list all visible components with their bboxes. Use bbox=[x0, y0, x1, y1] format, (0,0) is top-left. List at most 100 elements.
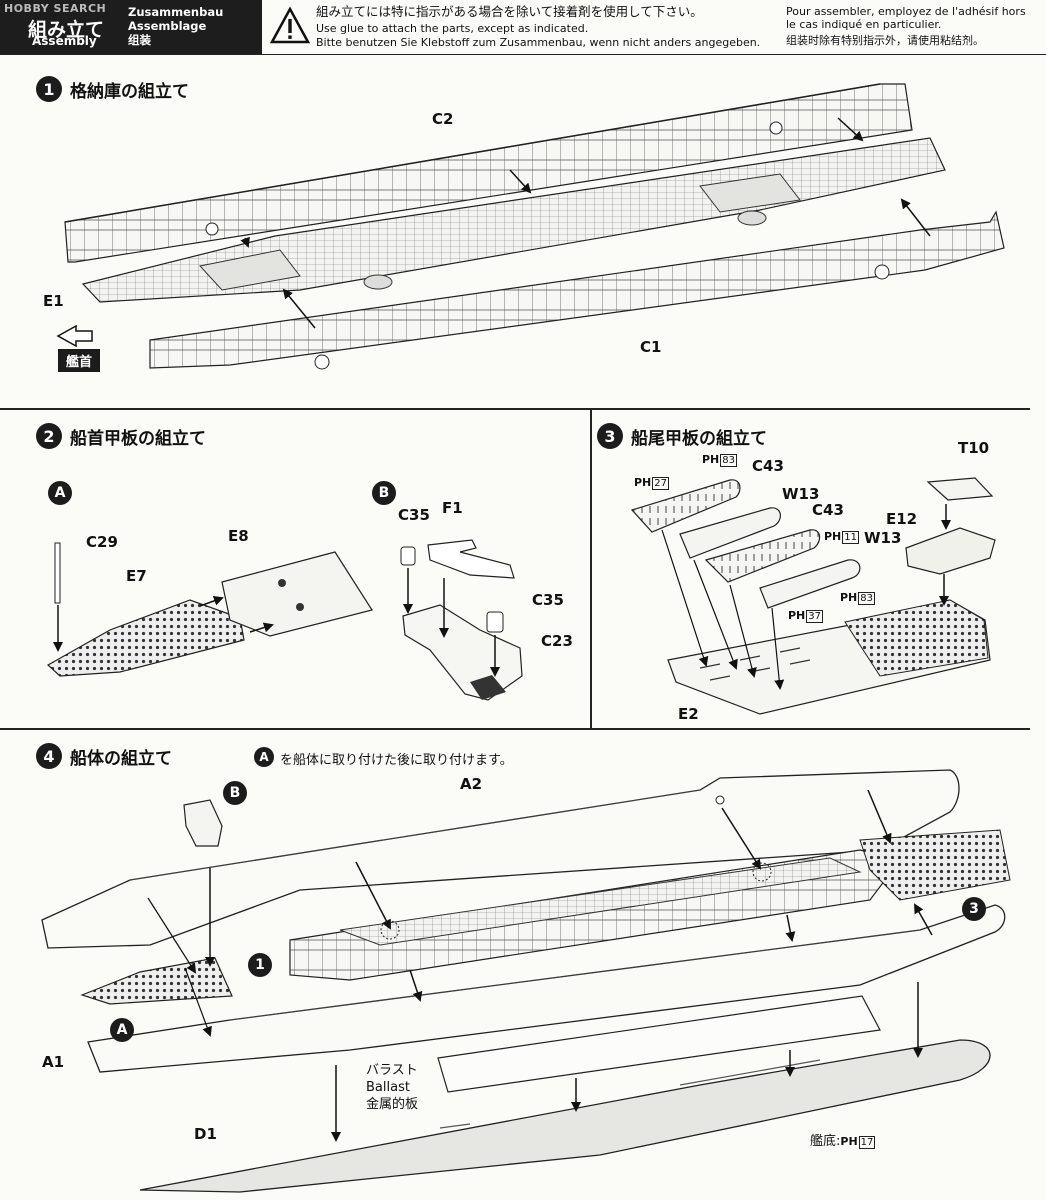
ballast-plate-drawing bbox=[437, 995, 881, 1093]
part-c35-a-drawing bbox=[400, 546, 416, 566]
part-e12-drawing bbox=[905, 527, 996, 575]
sub-a-ref-marker: A bbox=[110, 1018, 134, 1042]
title-de: Zusammenbau bbox=[128, 5, 224, 19]
bow-direction-arrow-icon bbox=[56, 324, 93, 348]
label-c35-a: C35 bbox=[398, 506, 430, 524]
divider-step3 bbox=[0, 728, 1030, 730]
ph-prefix: PH bbox=[840, 1135, 858, 1148]
ph-number: 17 bbox=[858, 1136, 876, 1149]
ph-prefix: PH bbox=[788, 609, 806, 622]
label-a2: A2 bbox=[460, 775, 483, 793]
label-w13-a: W13 bbox=[782, 485, 820, 503]
hull-bottom-text: 艦底: bbox=[810, 1134, 841, 1149]
ph-number: 27 bbox=[652, 477, 670, 490]
label-c23: C23 bbox=[541, 632, 573, 650]
part-c23-drawing bbox=[402, 604, 523, 701]
ballast-label-en: Ballast bbox=[366, 1080, 410, 1095]
header-bar: HOBBY SEARCH 組み立て Assembly Zusammenbau A… bbox=[0, 0, 1046, 55]
step1-heading: 1 格納庫の組立て bbox=[36, 76, 189, 102]
step2-number: 2 bbox=[36, 423, 62, 449]
step1-hangar-assembly-drawing bbox=[289, 829, 1011, 981]
step3-heading: 3 船尾甲板の組立て bbox=[597, 423, 767, 449]
label-e2: E2 bbox=[678, 705, 699, 723]
sub-b-ref-marker: B bbox=[223, 781, 247, 805]
note-en: Use glue to attach the parts, except as … bbox=[316, 22, 589, 35]
step1-title: 格納庫の組立て bbox=[70, 81, 189, 102]
step4-number: 4 bbox=[36, 743, 62, 769]
part-c2-drawing bbox=[64, 83, 913, 263]
part-t10-drawing bbox=[926, 477, 994, 501]
ph-number: 83 bbox=[720, 454, 738, 467]
header-title-block: HOBBY SEARCH 組み立て Assembly Zusammenbau A… bbox=[0, 0, 262, 54]
note-de: Bitte benutzen Sie Klebstoff zum Zusamme… bbox=[316, 36, 761, 49]
ph-prefix: PH bbox=[840, 591, 858, 604]
label-w13-b: W13 bbox=[864, 529, 902, 547]
part-c35-b-drawing bbox=[486, 611, 504, 633]
ph-number: 37 bbox=[806, 610, 824, 623]
part-a2-drawing bbox=[41, 769, 960, 949]
ph-prefix: PH bbox=[824, 530, 842, 543]
title-en: Assembly bbox=[32, 34, 97, 48]
part-c43-a-drawing bbox=[630, 479, 741, 533]
title-cn: 组装 bbox=[128, 33, 151, 47]
hobby-search-logo: HOBBY SEARCH bbox=[4, 2, 107, 15]
part-w13-b-drawing bbox=[759, 559, 861, 609]
ballast-label-cn: 金属的板 bbox=[366, 1097, 419, 1112]
ballast-label: バラスト Ballast 金属的板 bbox=[366, 1062, 418, 1113]
part-e1-drawing bbox=[81, 137, 946, 303]
part-d1-drawing bbox=[139, 1039, 991, 1193]
label-t10: T10 bbox=[958, 439, 990, 457]
label-a1: A1 bbox=[42, 1053, 65, 1071]
step1-number: 1 bbox=[36, 76, 62, 102]
ph-number: 83 bbox=[858, 592, 876, 605]
ph-prefix: PH bbox=[702, 453, 720, 466]
part-e2-drawing bbox=[667, 599, 991, 715]
ph-number: 11 bbox=[842, 531, 860, 544]
label-e1: E1 bbox=[43, 292, 64, 310]
part-b-subassembly-drawing bbox=[183, 799, 223, 847]
label-c2: C2 bbox=[432, 110, 454, 128]
divider-step1 bbox=[0, 408, 1030, 410]
note-cn: 组装时除有特别指示外，请使用粘结剂。 bbox=[786, 34, 984, 47]
label-d1: D1 bbox=[194, 1125, 217, 1143]
step3-number: 3 bbox=[597, 423, 623, 449]
part-c29-drawing bbox=[54, 542, 61, 604]
label-e8: E8 bbox=[228, 527, 249, 545]
ref-step3-marker: 3 bbox=[962, 897, 986, 921]
step4-heading: 4 船体の組立て bbox=[36, 743, 172, 769]
step3-title: 船尾甲板の組立て bbox=[631, 428, 767, 449]
note-sub-a-marker: A bbox=[254, 747, 274, 767]
part-c43-b-drawing bbox=[704, 529, 821, 583]
label-c1: C1 bbox=[640, 338, 662, 356]
title-fr: Assemblage bbox=[128, 19, 207, 33]
bow-label: 艦首 bbox=[58, 349, 101, 372]
title-multilang: Zusammenbau Assemblage 组装 bbox=[128, 5, 223, 47]
label-f1: F1 bbox=[442, 499, 463, 517]
step4-note: を船体に取り付けた後に取り付けます。 bbox=[280, 753, 513, 768]
label-e7: E7 bbox=[126, 567, 147, 585]
label-c43-a: C43 bbox=[752, 457, 784, 475]
title-jp: 組み立て bbox=[28, 19, 105, 41]
sub-a-marker: A bbox=[48, 481, 72, 505]
step2-heading: 2 船首甲板の組立て bbox=[36, 423, 206, 449]
divider-step2-3 bbox=[590, 408, 592, 730]
part-f1-drawing bbox=[427, 539, 515, 579]
part-e7-drawing bbox=[46, 599, 245, 677]
ph-prefix: PH bbox=[634, 476, 652, 489]
part-c1-drawing bbox=[149, 210, 1005, 370]
part-e8-drawing bbox=[221, 551, 373, 637]
ref-step1-marker: 1 bbox=[248, 953, 272, 977]
label-c35-b: C35 bbox=[532, 591, 564, 609]
label-c29: C29 bbox=[86, 533, 118, 551]
sub-b-marker: B bbox=[372, 481, 396, 505]
note-fr-2: le cas indiqué en particulier. bbox=[786, 18, 942, 31]
ballast-label-jp: バラスト bbox=[366, 1063, 418, 1078]
step2-title: 船首甲板の組立て bbox=[70, 428, 206, 449]
label-c43-b: C43 bbox=[812, 501, 844, 519]
